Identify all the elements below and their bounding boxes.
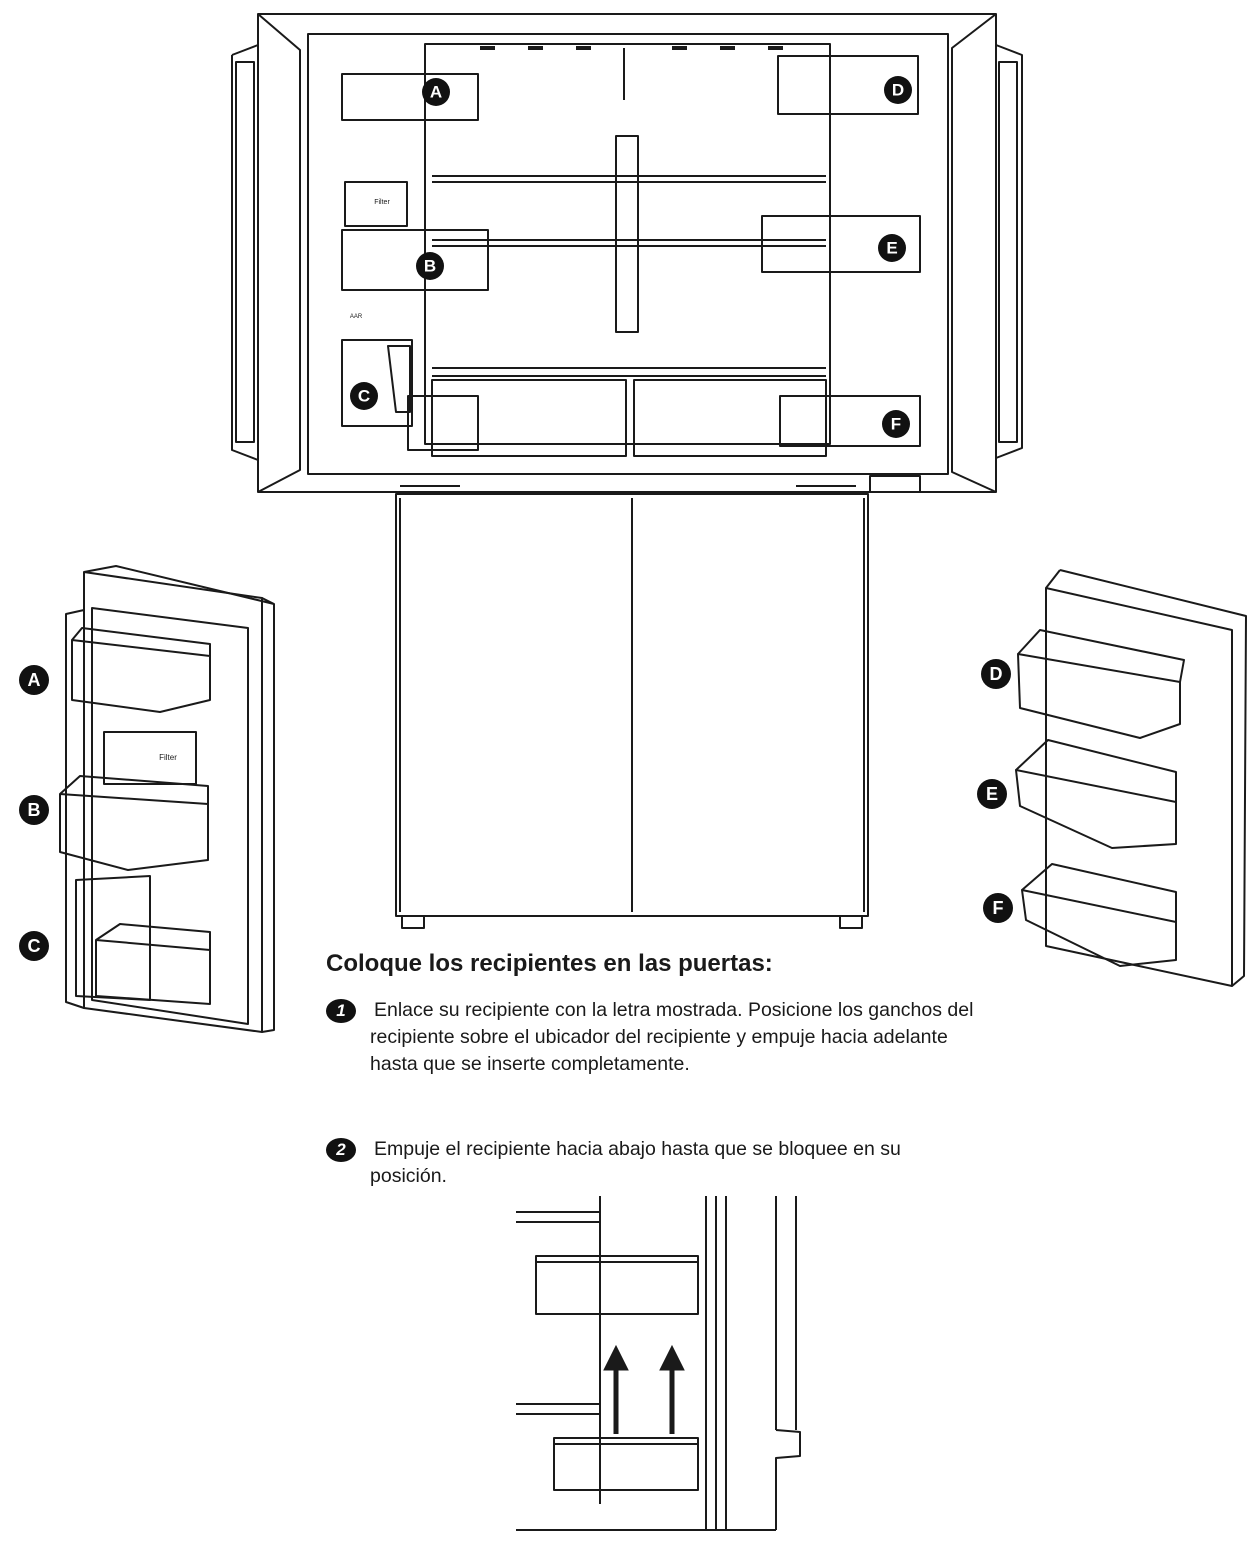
freezer-doors-illustration: [395, 493, 869, 929]
bin-insertion-inset: [516, 1196, 801, 1531]
small-tag-mark: AAR: [350, 314, 363, 320]
svg-text:A: A: [28, 670, 41, 690]
svg-text:F: F: [993, 898, 1004, 918]
badge-f-right: F: [983, 893, 1013, 923]
svg-text:C: C: [358, 387, 370, 406]
badge-b-top: B: [416, 252, 444, 280]
badge-c-left: C: [19, 931, 49, 961]
badge-a-left: A: [19, 665, 49, 695]
instructions-heading: Coloque los recipientes en las puertas:: [326, 950, 773, 977]
badge-e-right: E: [977, 779, 1007, 809]
svg-text:B: B: [28, 800, 41, 820]
badge-d-top: D: [884, 76, 912, 104]
right-door-illustration: [1015, 569, 1247, 987]
step-2-number: 2: [336, 1140, 346, 1159]
instruction-step-1: 1 Enlace su recipiente con la letra most…: [326, 997, 976, 1078]
svg-text:F: F: [891, 415, 901, 434]
svg-text:E: E: [986, 784, 998, 804]
badge-f-top: F: [882, 410, 910, 438]
svg-text:C: C: [28, 936, 41, 956]
step-1-text: Enlace su recipiente con la letra mostra…: [370, 999, 974, 1075]
svg-text:D: D: [990, 664, 1003, 684]
svg-text:B: B: [424, 257, 436, 276]
push-arrows: [603, 1344, 685, 1434]
filter-mark-door: Filter: [159, 753, 177, 762]
badge-c-top: C: [350, 382, 378, 410]
svg-text:A: A: [430, 83, 442, 102]
svg-text:E: E: [886, 239, 897, 258]
badge-d-right: D: [981, 659, 1011, 689]
badge-e-top: E: [878, 234, 906, 262]
filter-mark-top: Filter: [374, 199, 390, 206]
svg-text:D: D: [892, 81, 904, 100]
step-2-badge: 2: [326, 1138, 358, 1162]
step-1-badge: 1: [326, 999, 358, 1023]
instruction-step-2: 2 Empuje el recipiente hacia abajo hasta…: [326, 1136, 976, 1190]
badge-b-left: B: [19, 795, 49, 825]
letter-badges: A B C D E F A B C D E F: [19, 76, 1013, 961]
open-refrigerator-illustration: [231, 13, 1023, 493]
step-1-number: 1: [336, 1001, 346, 1020]
badge-a-top: A: [422, 78, 450, 106]
step-2-text: Empuje el recipiente hacia abajo hasta q…: [370, 1138, 901, 1187]
left-door-illustration: [59, 565, 275, 1033]
